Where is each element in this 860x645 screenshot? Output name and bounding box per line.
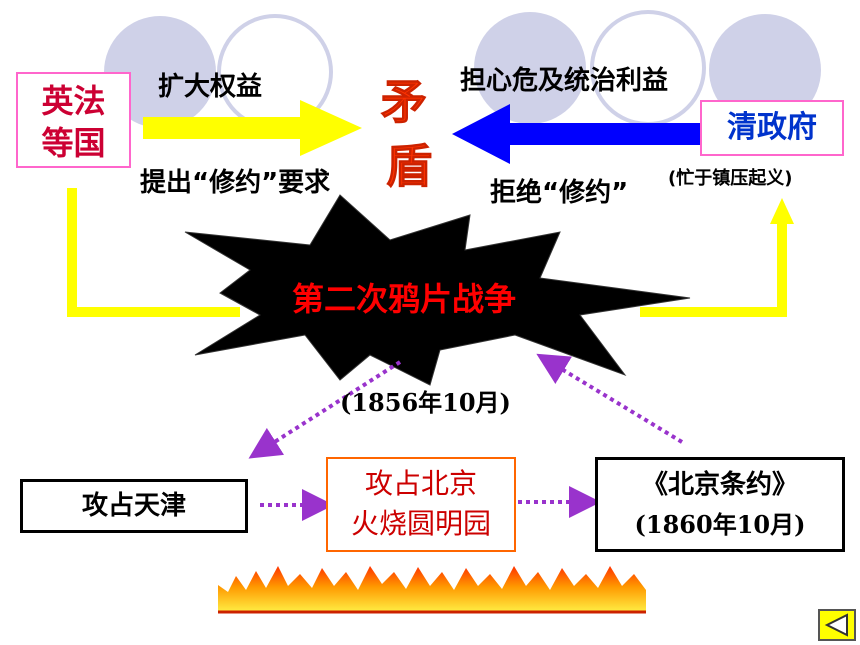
event-beijing-box: 攻占北京 火烧圆明园	[326, 457, 516, 552]
left-party-line2: 等国	[41, 124, 106, 162]
left-action: 提出“修约”要求	[140, 168, 331, 198]
back-button[interactable]	[818, 609, 856, 641]
right-party-box: 清政府	[700, 100, 844, 156]
right-action: 拒绝“修约”	[490, 178, 629, 208]
event-tianjin-label: 攻占天津	[81, 491, 186, 521]
right-party-label: 清政府	[727, 110, 817, 145]
dotted-arrow-to-tianjin	[248, 360, 402, 459]
event-beijing-line2: 火烧圆明园	[350, 507, 491, 540]
yellow-arrow	[143, 100, 362, 156]
yellow-connector-right	[640, 222, 787, 317]
yellow-arrowhead-up	[770, 198, 794, 224]
fire-strip	[218, 566, 646, 614]
left-party-line1: 英法	[41, 82, 106, 120]
event-treaty-line2: (1860年10月)	[634, 510, 806, 539]
back-triangle-icon	[824, 613, 848, 637]
conflict-char-1: 矛	[381, 75, 428, 130]
right-note: (忙于镇压起义)	[668, 168, 793, 189]
event-beijing-line1: 攻占北京	[364, 467, 477, 500]
war-date: (1856年10月)	[340, 388, 511, 417]
blue-arrow	[452, 104, 700, 164]
left-motive: 扩大权益	[158, 72, 263, 102]
left-party-box: 英法 等国	[16, 72, 131, 168]
event-treaty-box: 《北京条约》 (1860年10月)	[595, 457, 845, 552]
decorative-circles	[104, 10, 821, 130]
event-treaty-line1: 《北京条约》	[641, 470, 798, 500]
yellow-connector-left	[67, 188, 240, 317]
dotted-arrow-to-war	[536, 353, 684, 444]
right-motive: 担心危及统治利益	[460, 66, 669, 96]
conflict-char-2: 盾	[386, 139, 433, 194]
war-name: 第二次鸦片战争	[292, 280, 517, 318]
event-tianjin-box: 攻占天津	[20, 479, 248, 533]
